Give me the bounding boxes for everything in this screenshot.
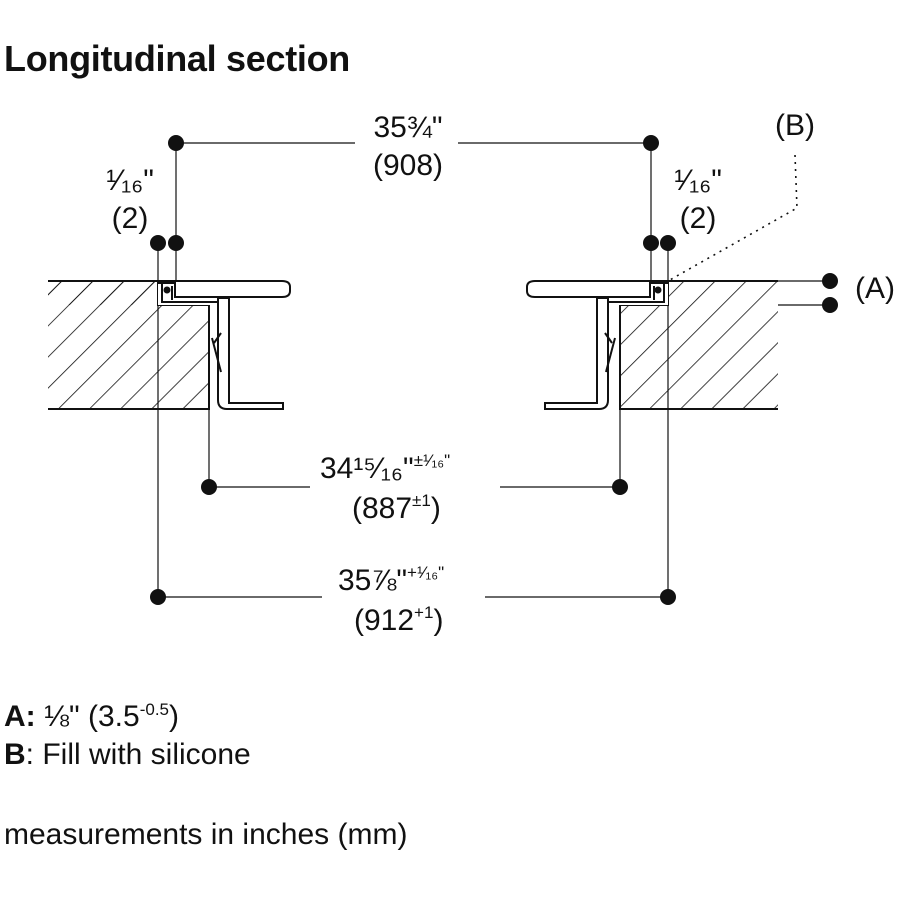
dimension-cutout [201, 409, 628, 495]
gap-left-mm: (2) [112, 202, 149, 235]
cooktop-edge-right [526, 280, 668, 410]
callout-b: (B) [775, 109, 815, 142]
callout-a: (A) [855, 272, 895, 305]
units-note: measurements in inches (mm) [4, 818, 408, 851]
outer-mm: (912+1) [354, 603, 443, 637]
diagram-title: Longitudinal section [4, 38, 350, 79]
cutout-inch: 34¹⁵⁄₁₆"±¹⁄₁₆" [320, 451, 450, 485]
countertop-left [48, 280, 218, 410]
legend-a-key: A: [4, 700, 36, 733]
outer-inch: 35⅞"+¹⁄₁₆" [338, 563, 444, 597]
gap-right-inch: ¹⁄₁₆" [674, 164, 722, 197]
gap-left-inch: ¹⁄₁₆" [106, 164, 154, 197]
legend-a-close: ) [169, 700, 179, 733]
legend-a: A: ⅛" (3.5-0.5) [4, 700, 179, 734]
legend-a-tolerance: -0.5 [139, 700, 169, 719]
dimension-outer [150, 305, 676, 605]
dimension-top-total [168, 135, 659, 281]
dimension-a [778, 273, 838, 313]
top-total-inch: 35¾" [373, 111, 442, 144]
gap-right-mm: (2) [680, 202, 717, 235]
dimension-gap-left [150, 235, 184, 281]
dimension-gap-right [643, 235, 676, 281]
cooktop-edge-left [158, 280, 291, 410]
legend-a-text: ⅛" (3.5 [35, 700, 140, 733]
legend-b-key: B [4, 738, 26, 771]
legend-b: B: Fill with silicone [4, 738, 251, 772]
cutout-mm: (887±1) [352, 491, 441, 525]
countertop-right [610, 280, 778, 410]
top-total-mm: (908) [373, 149, 443, 182]
legend-b-text: : Fill with silicone [25, 738, 251, 771]
